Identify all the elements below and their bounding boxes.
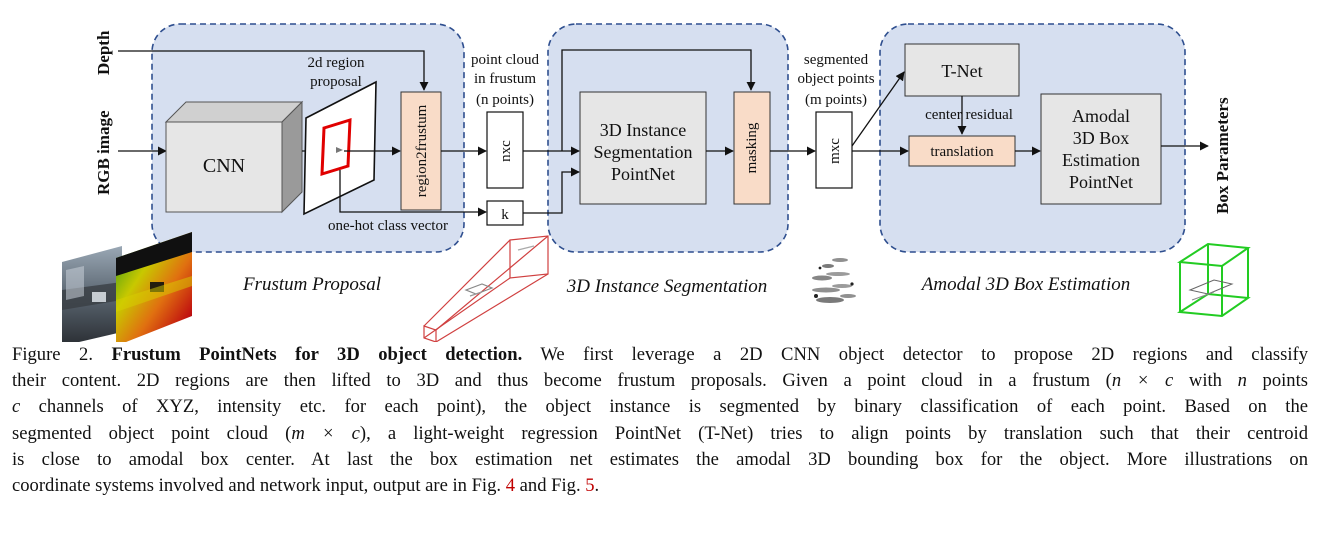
caption-line-2: their content. 2D regions are then lifte… — [12, 368, 1308, 394]
caption-math-n: n — [1237, 370, 1247, 392]
box-pointnet-label-1: Amodal — [1072, 106, 1130, 126]
caption-text-6b: and Fig. — [515, 475, 586, 497]
caption-line-6: coordinate systems involved and network … — [12, 473, 1308, 499]
masking-block — [733, 91, 771, 205]
region-proposal-plane — [303, 80, 377, 216]
pc-frustum-label-2: in frustum — [474, 71, 536, 87]
stage-title-segmentation: 3D Instance Segmentation — [566, 276, 768, 297]
depth-image-thumbnail — [116, 232, 192, 342]
caption-text-2b: with — [1173, 370, 1238, 392]
region2frustum-label: region2frustum — [414, 104, 430, 197]
caption-text-2c: points — [1246, 370, 1309, 392]
one-hot-path — [339, 170, 487, 217]
mxc-label: mxc — [827, 138, 843, 164]
seg-pointnet-block — [579, 91, 707, 205]
caption-line-1: Figure 2. Frustum PointNets for 3D objec… — [12, 342, 1308, 368]
caption-text-1: We first leverage a 2D CNN object detect… — [522, 344, 1308, 365]
caption-text-5: is close to amodal box center. At last t… — [12, 448, 1308, 470]
mxc-tensor — [815, 111, 853, 189]
stage-title-amodal: Amodal 3D Box Estimation — [920, 274, 1130, 295]
nxc-label: nxc — [498, 140, 514, 162]
box-pointnet-label-3: Estimation — [1062, 150, 1140, 170]
caption-title: Frustum PointNets for 3D object detectio… — [111, 344, 523, 365]
seg-obj-label-2: object points — [797, 71, 874, 87]
pipeline-diagram: Depth RGB image CNN 2d region proposal r… — [62, 23, 1251, 342]
k-to-segnet-arrow — [523, 167, 580, 214]
caption-text-4b: ), a light-weight regression PointNet (T… — [359, 422, 1309, 444]
caption-text-6a: coordinate systems involved and network … — [12, 475, 506, 497]
pc-frustum-label-1: point cloud — [471, 52, 539, 68]
seg-pointnet-label-2: Segmentation — [594, 142, 693, 162]
one-hot-label: one-hot class vector — [328, 218, 448, 234]
box-pointnet-block — [1040, 93, 1162, 205]
bypass-to-masking-arrow — [561, 49, 756, 151]
figure-caption: Figure 2. Frustum PointNets for 3D objec… — [12, 342, 1308, 499]
depth-arrow — [118, 50, 429, 91]
output-3d-box — [1177, 242, 1251, 318]
input-depth-label: Depth — [94, 30, 113, 75]
caption-fig4-link[interactable]: 4 — [505, 475, 515, 497]
pc-frustum-label-3: (n points) — [476, 92, 534, 108]
region-proposal-label-1: 2d region — [307, 55, 365, 71]
mxc-to-tnet-arrow — [851, 71, 905, 147]
caption-text-6c: . — [594, 475, 600, 497]
seg-pointnet-label-1: 3D Instance — [600, 120, 686, 140]
input-rgb-label: RGB image — [94, 110, 113, 195]
masking-label: masking — [744, 122, 760, 173]
caption-fig5-link[interactable]: 5 — [585, 475, 595, 497]
box-pointnet-label-2: 3D Box — [1073, 128, 1130, 148]
box-pointnet-label-4: PointNet — [1069, 172, 1133, 192]
caption-math-mxc: m × c — [291, 422, 360, 444]
caption-text-2: their content. 2D regions are then lifte… — [12, 370, 1112, 392]
output-label: Box Parameters — [1213, 97, 1232, 214]
center-residual-label: center residual — [925, 107, 1013, 123]
caption-figure-number: Figure 2. — [12, 344, 112, 365]
caption-line-3: c channels of XYZ, intensity etc. for ea… — [12, 394, 1308, 420]
k-label: k — [501, 207, 509, 223]
cnn-block: CNN — [164, 100, 304, 214]
tnet-block — [904, 43, 1020, 97]
nxc-tensor — [486, 111, 524, 189]
cnn-label: CNN — [203, 155, 245, 177]
translation-block — [908, 135, 1016, 167]
tnet-label: T-Net — [941, 61, 982, 81]
caption-text-3: channels of XYZ, intensity etc. for each… — [20, 396, 1308, 418]
segmented-point-cloud — [812, 258, 856, 303]
stage-title-frustum: Frustum Proposal — [242, 274, 381, 295]
caption-math-nxc: n × c — [1111, 370, 1174, 392]
caption-text-4a: segmented object point cloud ( — [12, 422, 292, 444]
translation-label: translation — [930, 144, 994, 160]
seg-obj-label-1: segmented — [804, 52, 869, 68]
seg-pointnet-label-3: PointNet — [611, 164, 675, 184]
seg-obj-label-3: (m points) — [805, 92, 867, 108]
caption-line-4: segmented object point cloud (m × c), a … — [12, 421, 1308, 447]
frustum-wireframe — [423, 235, 549, 342]
caption-math-c: c — [12, 396, 21, 418]
region2frustum-block — [400, 91, 442, 211]
rgb-image-thumbnail — [62, 246, 122, 342]
region-proposal-label-2: proposal — [310, 74, 362, 90]
caption-line-5: is close to amodal box center. At last t… — [12, 447, 1308, 473]
